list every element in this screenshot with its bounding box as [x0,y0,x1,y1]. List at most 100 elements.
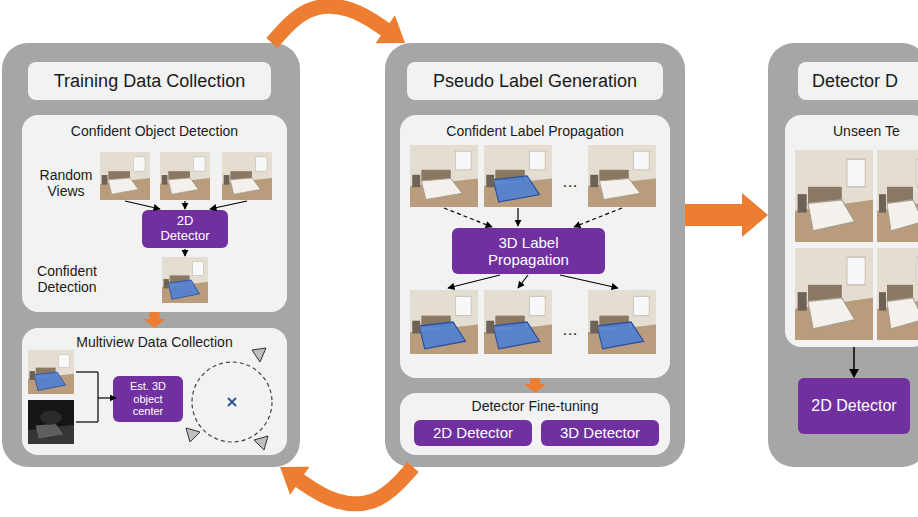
section-title: Detector Fine-tuning [400,398,670,414]
arrow-shaft [530,378,540,386]
label: … [556,321,584,339]
process-label: 2D Detector [433,424,513,441]
text-holder: Confident Detection [26,263,108,295]
flow-arrow [272,6,405,43]
photo [222,152,272,200]
header-box: Pseudo Label Generation [407,62,663,100]
process-box: 2D Detector [142,210,228,248]
label: … [556,173,584,191]
wire [76,371,98,372]
camera-ring [186,348,272,450]
photo [588,290,656,354]
arrow-head [742,193,768,237]
wire [125,201,160,209]
section-title: Confident Object Detection [22,123,287,139]
header-box: Training Data Collection [28,62,271,100]
section-box: 2D Detector 3D Detector Detector Fine-tuni… [400,393,670,455]
photo [410,290,478,354]
wire [210,201,247,209]
arrow-head [849,369,859,378]
arrow-shaft [272,6,387,43]
wire [444,208,492,227]
label: Random Views [28,167,104,199]
center-mark [228,398,236,406]
process-label: 2D Detector [155,214,215,244]
photo [484,145,552,207]
panel-title: Detector D [812,71,898,92]
arrow-head [144,319,166,328]
panel-title: Training Data Collection [54,71,245,92]
flow-arrow [685,193,768,237]
wire [184,249,185,256]
stage-panel: Unseen Te 2D Detector Detector D [768,43,918,467]
photo [795,248,873,340]
text-holder: … [556,321,584,339]
text-holder: Random Views [28,167,104,199]
arrow-shaft [853,347,855,371]
photo [877,248,918,340]
arrow-head [280,467,309,495]
arrow-shaft [685,204,744,226]
stage-panel: 3D Label Propagation Confident Label Prop… [385,43,685,467]
section-title: Confident Label Propagation [400,123,670,139]
process-label: 3D Label Propagation [474,234,584,269]
photo [160,152,210,200]
camera-symbol [254,436,268,450]
wire [518,275,528,288]
process-box: 3D Label Propagation [452,228,605,274]
text-holder: Confident Object Detection [22,123,287,139]
stage-panel: 2D Detector Confident Object DetectionRan… [2,43,300,467]
photo [100,152,150,200]
arrow-head [376,15,405,43]
flow-arrow [524,378,546,393]
photo [588,145,656,207]
wire [517,208,518,226]
photo [795,150,873,242]
wire [184,201,185,209]
process-box: Est. 3D object center [113,376,183,422]
section-title: Unseen Te [833,123,918,139]
arrow-shaft [298,467,413,504]
camera-symbol [186,428,200,442]
photo [410,145,478,207]
text-holder: Confident Label Propagation [400,123,670,139]
text-holder: Unseen Te [785,123,918,139]
section-box: 2D Detector Confident Object DetectionRan… [22,115,287,312]
arrow-head [524,384,546,393]
process-label: 3D Detector [560,424,640,441]
label: Confident Detection [26,263,108,295]
panel-title: Pseudo Label Generation [433,71,637,92]
process-label: Est. 3D object center [120,380,176,418]
wire [560,275,618,288]
header-box: Detector D [798,62,918,100]
photo [162,257,208,303]
process-box: 3D Detector [541,420,659,446]
photo [877,150,918,242]
arrow-shaft [150,312,160,321]
wire-group [76,201,622,422]
photo [28,350,74,394]
wire [98,397,116,398]
section-box: Unseen Te [785,115,918,347]
flow-arrow [144,312,166,328]
depth-image [28,400,74,444]
photo-group [28,145,918,444]
section-box: 3D Label Propagation Confident Label Prop… [400,115,670,378]
camera-symbol [252,348,266,362]
section-title: Multiview Data Collection [22,334,287,350]
flow-arrow [280,467,413,504]
wire [448,275,500,288]
text-holder: Multiview Data Collection [22,334,287,350]
dashed-circle [192,362,272,442]
text-holder: Detector Fine-tuning [400,398,670,414]
text-holder: … [556,173,584,191]
wire [76,421,98,422]
process-box: 2D Detector [414,420,532,446]
process-box: 2D Detector [798,378,910,434]
wire [574,208,622,227]
wire [97,372,98,422]
flow-arrow [849,347,859,378]
section-box: Est. 3D object center Multiview Data Coll… [22,328,287,455]
